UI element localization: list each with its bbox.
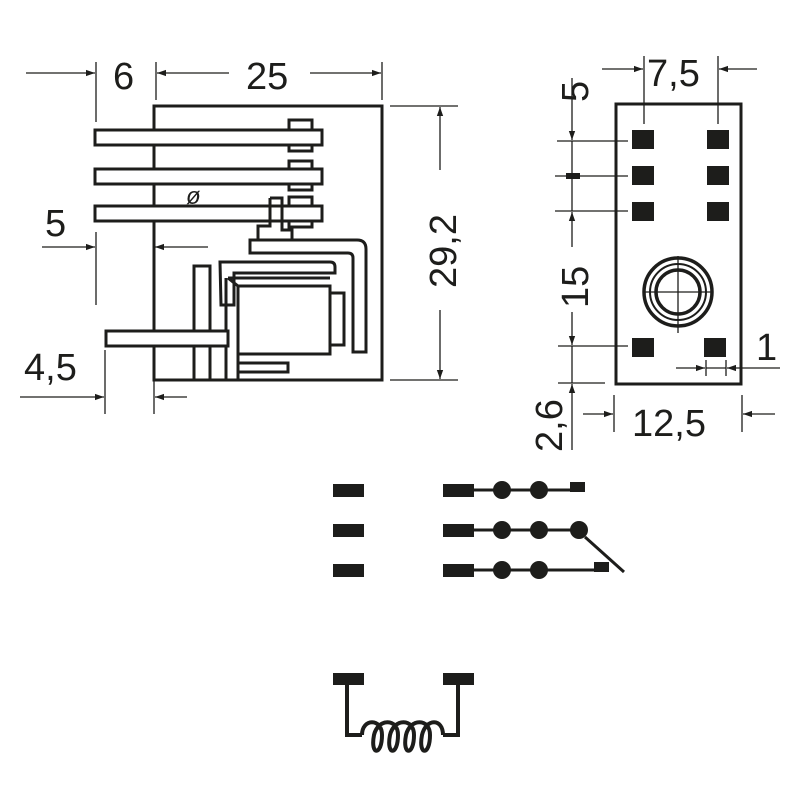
pin-pad (707, 202, 729, 221)
pin-pad (704, 338, 726, 357)
pin-pad (707, 130, 729, 149)
pin-middle (93, 167, 324, 186)
dim-edge-offset: 1 (756, 327, 777, 369)
pin-pad (632, 130, 654, 149)
wiring-schematic (333, 481, 626, 753)
dim-pin-pitch-offset: 5 (45, 203, 66, 245)
dim-height: 29,2 (423, 214, 465, 288)
pin-coil (104, 329, 230, 348)
dim-row-gap: 15 (555, 266, 597, 308)
pin-view-outline (614, 102, 743, 386)
dim-row-pitch: 5 (555, 81, 597, 102)
coil-icon (345, 685, 460, 753)
pin-view: 7,5 5 15 2,6 1 12,5 (529, 53, 780, 452)
pin-lower (93, 204, 324, 223)
side-view: ø 6 25 (20, 56, 465, 414)
pin-pad (632, 338, 654, 357)
pin-pad (632, 202, 654, 221)
dim-body-width: 25 (246, 56, 288, 98)
indicator-hole (642, 256, 714, 333)
dim-body-width-pins: 12,5 (632, 403, 706, 445)
dim-column-spacing: 7,5 (647, 53, 700, 95)
pin-top (93, 128, 324, 147)
pin-pad (707, 166, 729, 185)
pin-pad (632, 166, 654, 185)
dim-pin-offset: 6 (113, 56, 134, 98)
dim-bottom-offset: 2,6 (529, 399, 571, 452)
diameter-mark: ø (186, 183, 201, 210)
dim-bottom-pin-offset: 4,5 (24, 347, 77, 389)
